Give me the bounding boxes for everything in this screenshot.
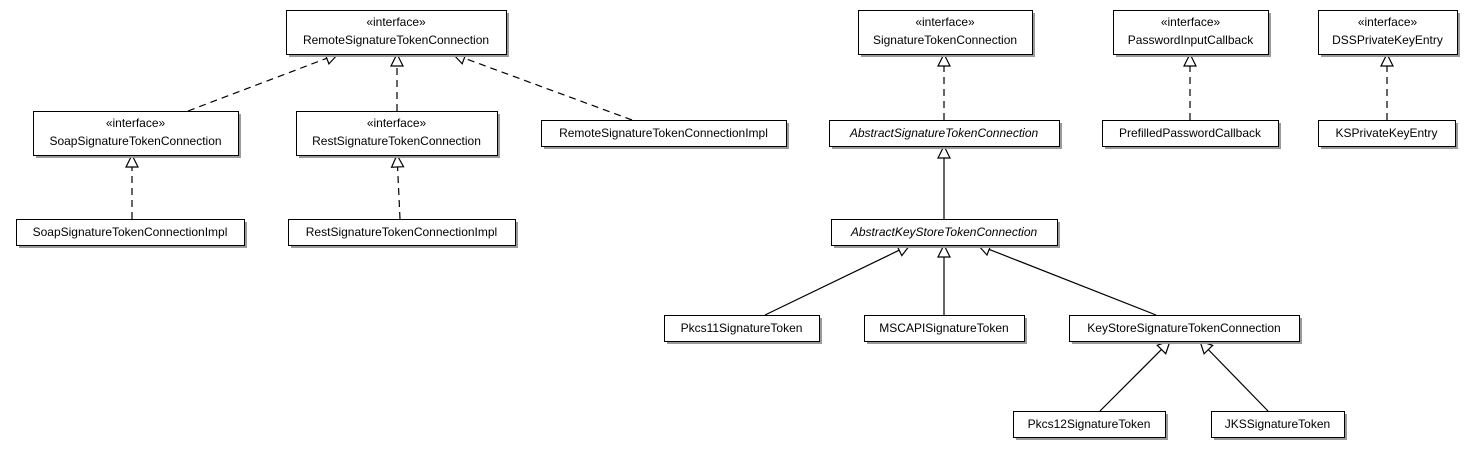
relation-generalization-mscapi <box>937 243 951 315</box>
class-name: RemoteSignatureTokenConnection <box>303 33 489 47</box>
relation-generalization-ks-conn <box>976 243 1157 316</box>
class-box-abs-sig-conn: AbstractSignatureTokenConnection <box>829 120 1062 149</box>
relation-realization-rest-impl <box>390 153 405 220</box>
class-name: SignatureTokenConnection <box>873 33 1017 47</box>
relation-realization-soap-conn <box>187 51 340 112</box>
class-box-border <box>1318 120 1456 147</box>
class-name: PasswordInputCallback <box>1128 33 1254 47</box>
relation-generalization-pkcs11 <box>764 244 912 316</box>
relation-realization-prefilled-cb <box>1183 52 1197 120</box>
relation-generalization-pkcs12 <box>1099 340 1171 412</box>
stereotype-label: «interface» <box>915 15 975 29</box>
relation-line <box>764 249 900 316</box>
class-box-border <box>858 10 1033 55</box>
class-box-border <box>288 219 516 246</box>
class-name: AbstractSignatureTokenConnection <box>849 126 1039 140</box>
relation-line <box>1207 349 1269 412</box>
class-box-border <box>1102 120 1279 147</box>
class-box-pkcs11: Pkcs11SignatureToken <box>664 315 822 344</box>
hollow-triangle-arrowhead <box>937 144 951 159</box>
hollow-triangle-arrowhead <box>390 153 405 168</box>
class-box-border <box>541 120 787 147</box>
class-box-border <box>831 219 1058 246</box>
class-box-border <box>1113 10 1269 55</box>
class-box-remote-conn: «interface» RemoteSignatureTokenConnectio… <box>286 10 509 57</box>
class-box-border <box>1069 315 1300 342</box>
stereotype-label: «interface» <box>106 116 166 130</box>
class-name: SoapSignatureTokenConnectionImpl <box>33 225 228 239</box>
hollow-triangle-arrowhead <box>1380 52 1394 67</box>
class-box-pwd-cb: «interface» PasswordInputCallback <box>1113 10 1271 57</box>
class-box-border <box>33 111 239 156</box>
class-name: RestSignatureTokenConnectionImpl <box>306 225 497 239</box>
hollow-triangle-arrowhead <box>937 52 951 67</box>
class-box-border <box>829 120 1060 147</box>
hollow-triangle-arrowhead <box>390 52 404 67</box>
class-box-pkcs12: Pkcs12SignatureToken <box>1013 411 1168 440</box>
class-box-border <box>664 315 820 342</box>
class-box-border <box>16 219 245 246</box>
class-box-border <box>296 111 498 156</box>
class-box-abs-ks-conn: AbstractKeyStoreTokenConnection <box>831 219 1060 248</box>
class-box-prefilled-cb: PrefilledPasswordCallback <box>1102 120 1281 149</box>
hollow-triangle-arrowhead <box>1183 52 1197 67</box>
relation-realization-soap-impl <box>125 153 139 219</box>
class-name: PrefilledPasswordCallback <box>1119 126 1262 140</box>
class-name: RestSignatureTokenConnection <box>312 134 481 148</box>
relation-realization-remote-impl <box>451 51 633 121</box>
class-name: KSPrivateKeyEntry <box>1335 126 1437 140</box>
class-name: Pkcs11SignatureToken <box>681 321 803 335</box>
relation-generalization-abs-ks-conn <box>937 144 951 219</box>
class-name: DSSPrivateKeyEntry <box>1332 33 1443 47</box>
class-box-sig-conn: «interface» SignatureTokenConnection <box>858 10 1035 57</box>
relation-generalization-jks <box>1199 340 1269 412</box>
class-box-ks-conn: KeyStoreSignatureTokenConnection <box>1069 315 1302 344</box>
class-name: Pkcs12SignatureToken <box>1028 417 1151 431</box>
class-box-remote-impl: RemoteSignatureTokenConnectionImpl <box>541 120 789 149</box>
class-box-border <box>1211 411 1345 438</box>
class-name: MSCAPISignatureToken <box>879 321 1008 335</box>
class-name: JKSSignatureToken <box>1225 417 1330 431</box>
hollow-triangle-arrowhead <box>125 153 139 168</box>
stereotype-label: «interface» <box>1358 15 1418 29</box>
relation-line <box>988 248 1157 316</box>
class-box-border <box>286 10 507 55</box>
stereotype-label: «interface» <box>367 116 427 130</box>
relation-line <box>464 57 633 121</box>
class-box-rest-impl: RestSignatureTokenConnectionImpl <box>288 219 518 248</box>
class-box-dss-key: «interface» DSSPrivateKeyEntry <box>1318 10 1460 57</box>
hollow-triangle-arrowhead <box>937 243 951 258</box>
class-box-soap-impl: SoapSignatureTokenConnectionImpl <box>16 219 247 248</box>
class-boxes: «interface» RemoteSignatureTokenConnectio… <box>16 10 1460 440</box>
relation-line <box>187 57 327 112</box>
stereotype-label: «interface» <box>1161 15 1221 29</box>
relation-realization-abs-sig-conn <box>937 52 951 120</box>
relation-line <box>396 166 401 220</box>
class-box-ks-key: KSPrivateKeyEntry <box>1318 120 1458 149</box>
class-name: KeyStoreSignatureTokenConnection <box>1087 321 1280 335</box>
class-box-border <box>1013 411 1166 438</box>
class-box-border <box>1318 10 1458 55</box>
relation-realization-rest-conn <box>390 52 404 111</box>
class-box-border <box>864 315 1025 342</box>
class-box-jks: JKSSignatureToken <box>1211 411 1347 440</box>
relation-line <box>1099 349 1162 412</box>
class-name: RemoteSignatureTokenConnectionImpl <box>559 126 768 140</box>
class-box-mscapi: MSCAPISignatureToken <box>864 315 1027 344</box>
class-box-soap-conn: «interface» SoapSignatureTokenConnection <box>33 111 241 158</box>
relation-edges <box>125 51 1394 412</box>
class-name: SoapSignatureTokenConnection <box>49 134 221 148</box>
class-name: AbstractKeyStoreTokenConnection <box>850 225 1038 239</box>
stereotype-label: «interface» <box>366 15 426 29</box>
relation-realization-ks-key <box>1380 52 1394 120</box>
class-box-rest-conn: «interface» RestSignatureTokenConnection <box>296 111 500 158</box>
